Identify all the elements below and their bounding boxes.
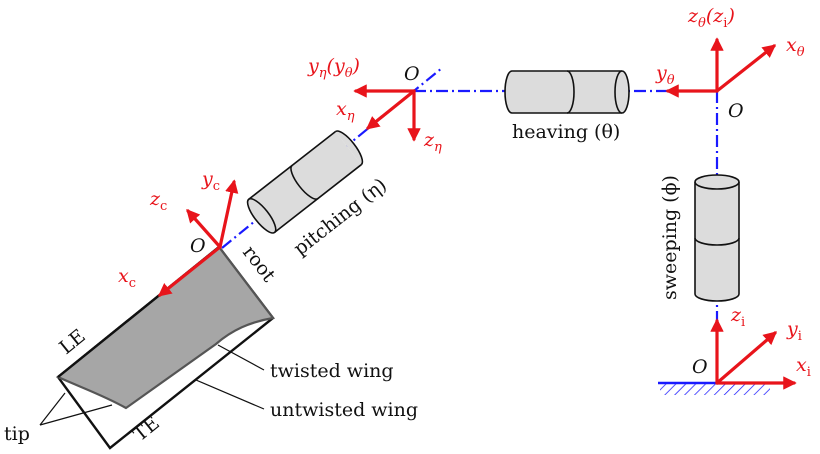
z-c-label: zc	[149, 188, 167, 214]
frame-eta	[353, 84, 421, 142]
heaving-actuator	[504, 70, 630, 114]
ground	[658, 381, 772, 395]
z-i-label: zi	[730, 304, 745, 330]
x-i-label: xi	[796, 354, 811, 380]
tip-leader-2	[39, 404, 113, 426]
te-label: TE	[129, 412, 163, 446]
twisted-wing-surface	[55, 245, 275, 410]
wing	[39, 245, 275, 450]
tip-label: tip	[4, 423, 30, 445]
frame-inertial	[710, 318, 797, 390]
x-theta-arrow	[715, 44, 777, 93]
joint-axes	[221, 67, 719, 382]
twisted-wing-label: twisted wing	[270, 360, 394, 382]
x-c-arrow	[157, 245, 222, 297]
origin-eta-label: O	[404, 63, 420, 85]
z-eta-label: zη	[423, 129, 442, 155]
y-eta-label: yη(yθ)	[307, 55, 360, 81]
x-eta-arrow	[365, 89, 416, 130]
sweeping-actuator	[694, 174, 740, 302]
origin-c-label: O	[190, 235, 206, 257]
y-i-arrow	[715, 331, 778, 385]
origin-theta-label: O	[728, 100, 744, 122]
heaving-label: heaving (θ)	[512, 121, 620, 143]
twisted-wing-leader	[217, 344, 265, 371]
sweeping-label: sweeping (ϕ)	[659, 175, 681, 300]
tip-leader-1	[39, 392, 66, 426]
frame-c	[157, 179, 239, 297]
z-theta-label: zθ(zi)	[687, 5, 735, 31]
z-c-arrow	[186, 208, 222, 249]
origin-i-label: O	[692, 356, 708, 378]
y-c-arrow	[218, 179, 239, 249]
y-c-label: yc	[201, 168, 220, 194]
frame-theta	[665, 37, 777, 98]
y-theta-label: yθ	[655, 62, 675, 88]
le-label: LE	[55, 325, 89, 359]
x-c-label: xc	[118, 265, 136, 291]
pitching-actuator	[246, 130, 364, 234]
x-theta-label: xθ	[786, 34, 805, 60]
untwisted-wing-label: untwisted wing	[270, 399, 418, 421]
y-i-label: yi	[786, 318, 802, 344]
x-eta-label: xη	[336, 98, 355, 124]
untwisted-wing-leader	[195, 379, 265, 410]
